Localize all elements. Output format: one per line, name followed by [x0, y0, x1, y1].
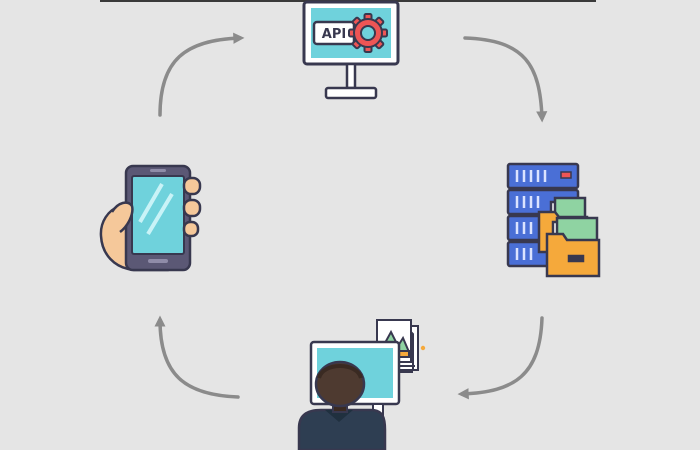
- person-at-computer-icon: [297, 319, 426, 450]
- server-rack-with-folders-icon: [506, 162, 601, 278]
- api-label: API: [322, 27, 346, 42]
- folder-icon: [537, 196, 601, 278]
- arrow-developer-to-mobile: [154, 315, 240, 399]
- developer-person: [297, 360, 387, 450]
- gear-icon: [348, 13, 388, 53]
- smartphone-in-hand-icon: [99, 164, 202, 272]
- arrow-api-to-server: [463, 36, 548, 123]
- arrow-server-to-developer: [457, 316, 544, 400]
- api-gear-monitor-icon: API: [302, 0, 400, 100]
- arrow-mobile-to-api: [158, 32, 245, 117]
